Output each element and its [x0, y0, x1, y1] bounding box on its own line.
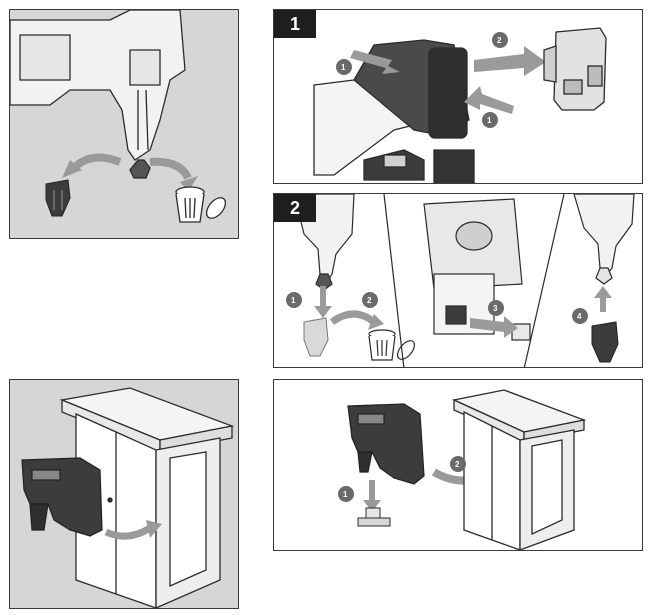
callout-2: 2	[497, 36, 502, 45]
cabinet-icon	[451, 389, 587, 550]
nailer-icon	[10, 10, 186, 179]
nailer-icon	[347, 403, 425, 485]
arrow-icon	[474, 46, 546, 76]
illustration-remove-nose-guard	[10, 10, 227, 223]
illustration-store-in-cabinet	[21, 387, 235, 608]
arrow-icon	[363, 480, 381, 512]
step-number-2: 2	[274, 194, 316, 222]
illustration-store-after-removing-battery: 1 2	[338, 389, 587, 550]
cabinet-icon	[59, 387, 235, 608]
panel-step-2-install-nose-guard: 1 2 3 4 2	[273, 193, 643, 368]
callout-group-storage: 1 2	[338, 456, 466, 502]
step-number-1: 1	[274, 10, 316, 38]
trash-can-icon	[175, 186, 227, 223]
arrow-icon	[104, 524, 152, 540]
battery-icon	[543, 27, 607, 111]
panel-step-1-remove-battery: 1 2 1 1	[273, 9, 643, 184]
callout-2: 2	[367, 296, 372, 305]
arrow-icon	[470, 316, 518, 338]
nose-guard-icon	[591, 321, 619, 363]
arrow-icon	[314, 286, 332, 318]
illustration-install-nose-guard: 1 2 3 4	[286, 194, 635, 367]
panel-store-after-removing-battery: 1 2	[273, 379, 643, 551]
callout-1b: 1	[487, 116, 492, 125]
arrow-icon	[149, 157, 192, 180]
battery-icon	[357, 507, 391, 527]
nose-guard-icon	[45, 179, 71, 217]
trash-can-icon	[368, 329, 416, 361]
callout-group-step-2: 1 2 3 4	[286, 292, 588, 324]
nose-guard-icon	[303, 317, 329, 357]
nailer-icon	[313, 39, 475, 183]
callout-2: 2	[455, 460, 460, 469]
nailer-icon	[21, 457, 103, 537]
illustration-remove-battery: 1 2 1	[313, 27, 607, 183]
arrow-icon	[464, 86, 514, 114]
arrow-icon	[350, 50, 400, 74]
callout-1: 1	[343, 490, 348, 499]
arrow-icon	[329, 310, 377, 325]
arrow-icon	[594, 286, 612, 312]
callout-4: 4	[577, 312, 582, 321]
callout-1: 1	[341, 63, 346, 72]
nailer-icon	[573, 194, 635, 285]
callout-group-step-1: 1 2 1	[336, 32, 508, 128]
callout-3: 3	[493, 304, 498, 313]
callout-1: 1	[291, 296, 296, 305]
panel-store-in-cabinet	[9, 379, 239, 609]
panel-remove-nose-guard	[9, 9, 239, 239]
